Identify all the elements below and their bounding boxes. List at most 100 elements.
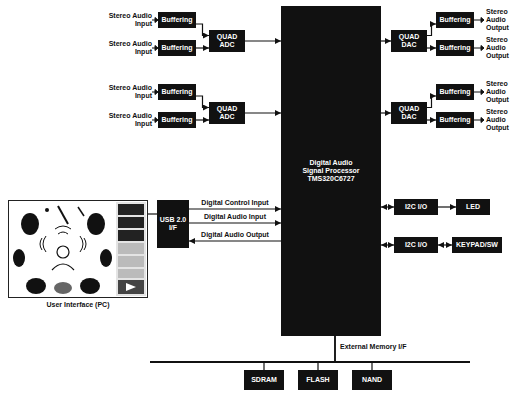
io-box: I2C I/O bbox=[394, 199, 438, 215]
illustration-shape bbox=[474, 20, 481, 21]
signal-connector bbox=[427, 47, 436, 48]
illustration-shape bbox=[118, 280, 144, 294]
illustration-shape bbox=[26, 278, 46, 294]
signal-connector bbox=[381, 206, 394, 207]
node-text: LED bbox=[466, 203, 480, 211]
signal-label: Stereo Audio Output bbox=[486, 108, 522, 132]
illustration-shape bbox=[80, 236, 86, 252]
signal-connector bbox=[381, 244, 394, 245]
illustration-shape bbox=[52, 264, 74, 270]
signal-connector bbox=[381, 112, 391, 113]
illustration-shape bbox=[57, 246, 69, 258]
illustration-shape bbox=[118, 204, 144, 215]
illustration-shape bbox=[58, 206, 68, 224]
bus-label: External Memory I/F bbox=[340, 343, 407, 351]
signal-connector bbox=[189, 240, 281, 241]
buffer-box: Buffering bbox=[158, 12, 196, 28]
illustration-shape bbox=[474, 92, 481, 93]
node-text: I2C I/O bbox=[405, 241, 427, 249]
edge-label: Digital Audio Input bbox=[203, 213, 267, 221]
signal-connector bbox=[427, 119, 436, 120]
signal-label: Stereo Audio Output bbox=[486, 8, 522, 32]
buffer-box: Buffering bbox=[436, 84, 474, 100]
illustration-shape bbox=[54, 282, 72, 294]
signal-connector bbox=[189, 222, 281, 223]
illustration-shape bbox=[80, 278, 100, 294]
signal-connector bbox=[438, 244, 452, 245]
memory-box: NAND bbox=[352, 370, 392, 390]
signal-connector bbox=[335, 336, 372, 370]
edge-label: Digital Control Input bbox=[200, 199, 269, 207]
output-wires bbox=[474, 18, 484, 123]
illustration-shape bbox=[118, 243, 144, 254]
illustration-shape bbox=[118, 269, 144, 278]
signal-label: Stereo Audio Input bbox=[104, 112, 152, 128]
node-text: Buffering bbox=[161, 116, 192, 124]
illustration-shape bbox=[118, 217, 144, 228]
node-text: Buffering bbox=[439, 88, 470, 96]
signal-label: Stereo Audio Input bbox=[104, 12, 152, 28]
illustration-shape bbox=[100, 249, 112, 267]
dsp-box: Digital Audio Signal Processor TMS320C67… bbox=[281, 6, 381, 336]
dac-box: QUAD DAC bbox=[391, 30, 427, 52]
illustration-shape bbox=[118, 230, 144, 241]
illustration-shape bbox=[481, 118, 484, 123]
illustration-shape bbox=[87, 213, 105, 235]
signal-connector bbox=[196, 24, 209, 36]
node-text: KEYPAD/SW bbox=[456, 241, 498, 249]
illustration-shape bbox=[481, 46, 484, 51]
node-text: Buffering bbox=[161, 16, 192, 24]
node-text: QUAD ADC bbox=[211, 33, 243, 49]
illustration-shape bbox=[13, 249, 25, 267]
node-text: QUAD ADC bbox=[211, 105, 243, 121]
signal-connector bbox=[245, 112, 281, 113]
signal-connector bbox=[264, 336, 335, 370]
node-text: SDRAM bbox=[251, 376, 277, 384]
io-box: I2C I/O bbox=[394, 237, 438, 253]
illustration-shape bbox=[474, 120, 481, 121]
dac-box: QUAD DAC bbox=[391, 102, 427, 124]
illustration-shape bbox=[118, 256, 144, 267]
illustration-shape bbox=[481, 18, 484, 23]
signal-connector bbox=[189, 208, 281, 209]
node-text: Buffering bbox=[439, 116, 470, 124]
signal-connector bbox=[148, 213, 157, 214]
node-text: NAND bbox=[362, 376, 382, 384]
buffer-box: Buffering bbox=[436, 112, 474, 128]
node-text: QUAD DAC bbox=[393, 105, 425, 121]
node-text: Buffering bbox=[161, 88, 192, 96]
buffer-box: Buffering bbox=[158, 84, 196, 100]
signal-label: Stereo Audio Input bbox=[104, 40, 152, 56]
adc-box: QUAD ADC bbox=[209, 30, 245, 52]
node-text: User Interface (PC) bbox=[0, 301, 157, 309]
pc-screen-art bbox=[13, 202, 146, 296]
signal-connector bbox=[427, 24, 436, 36]
pc-interface: User Interface (PC) bbox=[8, 200, 148, 298]
illustration-shape bbox=[45, 208, 49, 212]
node-text: Buffering bbox=[439, 44, 470, 52]
node-text: FLASH bbox=[306, 376, 329, 384]
signal-connector bbox=[196, 96, 209, 108]
illustration-shape bbox=[126, 283, 136, 291]
buffer-box: Buffering bbox=[158, 40, 196, 56]
illustration-shape bbox=[481, 90, 484, 95]
buffer-box: Buffering bbox=[158, 112, 196, 128]
signal-connector bbox=[196, 47, 209, 48]
signal-label: Stereo Audio Output bbox=[486, 80, 522, 104]
signal-connector bbox=[438, 206, 456, 207]
illustration-shape bbox=[21, 213, 39, 235]
keypad-box: KEYPAD/SW bbox=[452, 237, 502, 253]
node-text: Buffering bbox=[439, 16, 470, 24]
illustration-shape bbox=[40, 236, 46, 252]
illustration-shape bbox=[116, 202, 146, 296]
signal-connector bbox=[318, 336, 335, 370]
input-wires bbox=[152, 18, 158, 123]
adc-box: QUAD ADC bbox=[209, 102, 245, 124]
signal-connector bbox=[196, 119, 209, 120]
signal-connector bbox=[245, 40, 281, 41]
signal-label: Stereo Audio Input bbox=[104, 84, 152, 100]
node-text: Digital Audio Signal Processor TMS320C67… bbox=[300, 159, 362, 183]
signal-connector bbox=[381, 40, 391, 41]
signal-connector bbox=[427, 96, 436, 108]
usb-box: USB 2.0 I/F bbox=[157, 200, 189, 248]
